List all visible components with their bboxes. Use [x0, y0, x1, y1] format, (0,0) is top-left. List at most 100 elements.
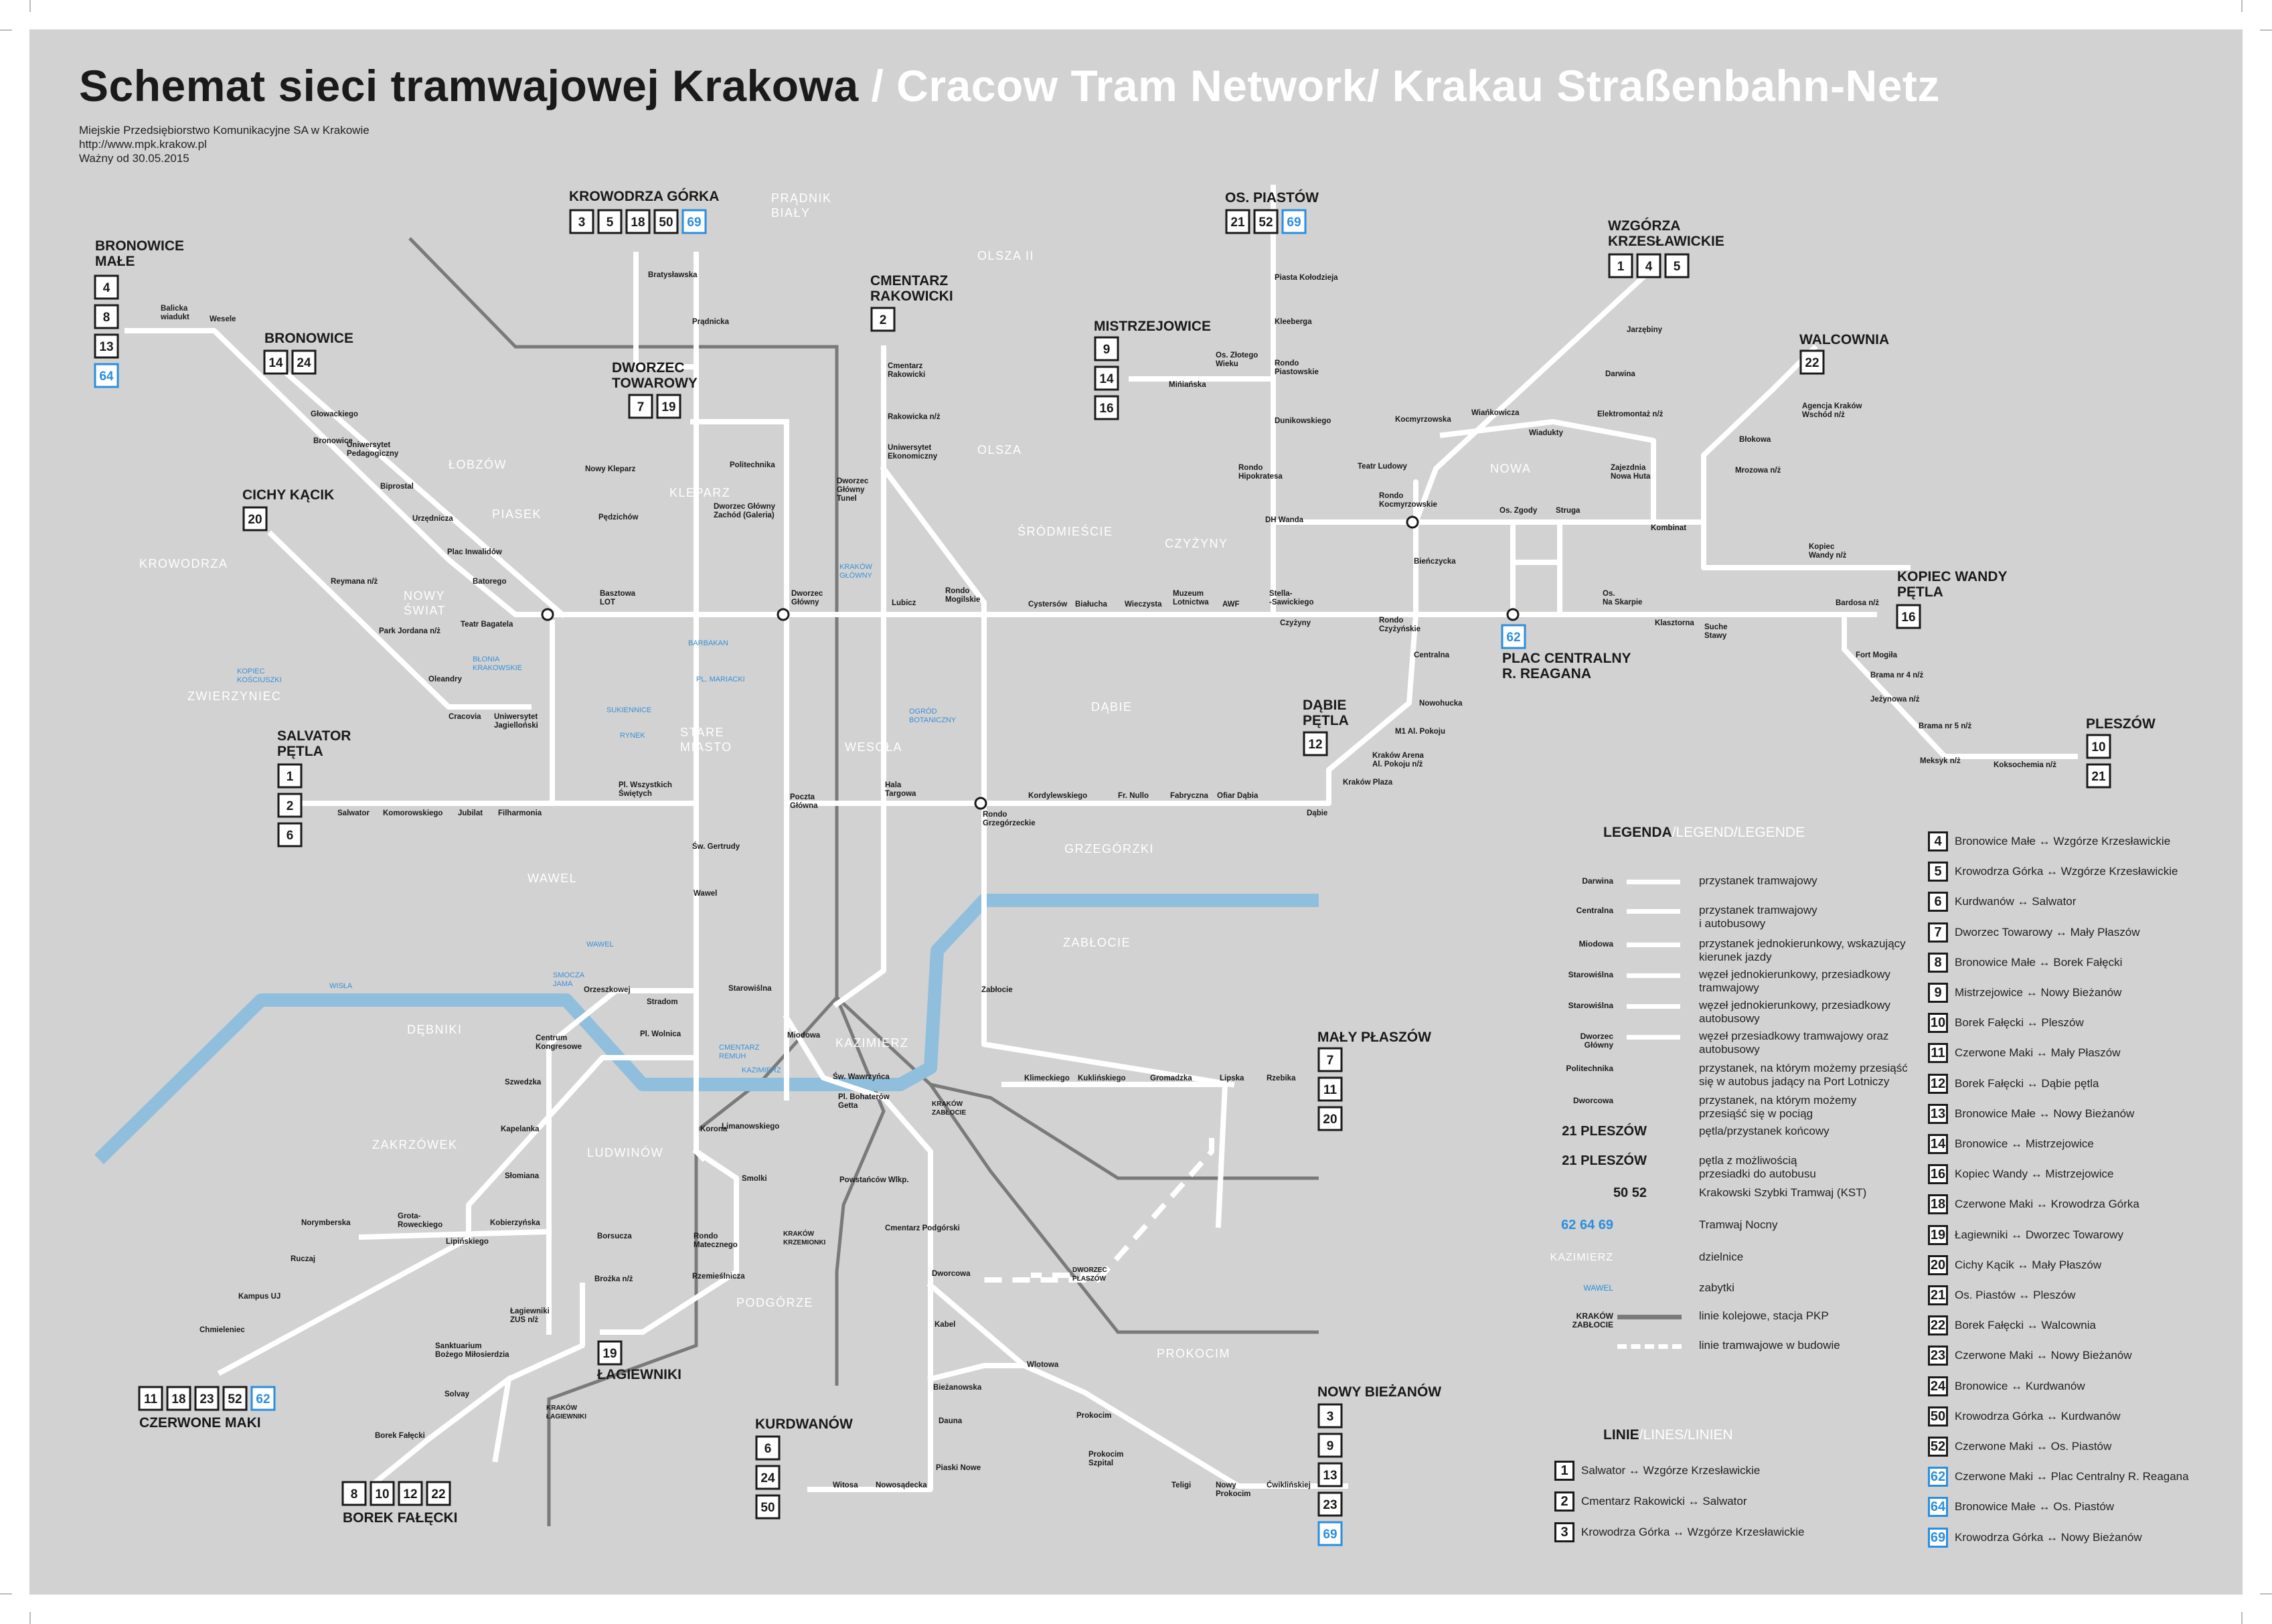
legend-description: pętla z możliwością przesiadki do autobu… [1699, 1154, 1816, 1180]
line-badge-frame [569, 209, 594, 234]
stop-label: Smolki [742, 1175, 767, 1183]
line-badge: 4 [94, 274, 119, 300]
tram-line [270, 359, 566, 619]
stop-label: Wawel [694, 890, 717, 898]
line-badge-frame [94, 304, 119, 329]
stop-label: Kobierzyńska [490, 1219, 540, 1227]
line-badge: 11 [138, 1386, 163, 1411]
line-badge-frame [628, 394, 653, 419]
line-badge-frame [1303, 731, 1328, 756]
line-badge: 3 [1317, 1403, 1343, 1429]
legend-description: węzeł przesiadkowy tramwajowy oraz autob… [1699, 1030, 1889, 1056]
stop-label: Błokowa [1739, 436, 1771, 444]
stop-label: Borsucza [597, 1232, 632, 1240]
interchange-node [777, 608, 790, 621]
stop-label: Wieczysta [1125, 600, 1162, 608]
line-number-badge: 23 [1928, 1346, 1948, 1366]
legend-symbol-label: Dworcowa [1572, 1096, 1613, 1105]
stop-label: Teatr Ludowy [1358, 463, 1408, 471]
line-badge: 21 [1225, 209, 1250, 234]
line-badge-number: 5 [1674, 260, 1681, 274]
stop-label: Rzebika [1267, 1074, 1296, 1082]
line-badge-number: 7 [637, 400, 645, 414]
landmark-label: WISŁA [329, 982, 353, 990]
stop-label: Salwator [337, 809, 370, 817]
line-route: Czerwone Maki ↔ Krowodrza Górka [1955, 1198, 2139, 1211]
line-badge: 20 [1317, 1106, 1343, 1131]
line-number-badge: 14 [1928, 1134, 1948, 1154]
line-route: Czerwone Maki ↔ Plac Centralny R. Reagan… [1955, 1470, 2189, 1483]
tram-line [267, 530, 532, 710]
stop-label: Kocmyrzowska [1395, 416, 1451, 424]
line-badge: 22 [1799, 349, 1825, 375]
stop-label: Czyżyny [1280, 619, 1311, 627]
line-badge: 23 [194, 1386, 220, 1411]
line-badge-frame [870, 307, 896, 332]
line-badge: 14 [1094, 366, 1119, 391]
crop-mark [0, 1593, 12, 1595]
legend-symbol: 62 64 69 [1553, 1217, 1687, 1244]
line-badge: 12 [1303, 731, 1328, 756]
line-badge: 8 [341, 1481, 367, 1506]
stop-label: Fr. Nullo [1118, 792, 1149, 800]
line-badge-frame [653, 209, 679, 234]
district-label: CZYŻYNY [1165, 537, 1228, 550]
map-title: Schemat sieci tramwajowej Krakowa / Crac… [79, 60, 1940, 111]
terminal-name-borek: BOREK FAŁĘCKI [343, 1510, 458, 1526]
interchange-nodes [541, 515, 1520, 810]
line-badge-frame [1317, 1491, 1343, 1517]
legend-symbol: Starowiślna [1553, 967, 1687, 993]
line-route: Salwator ↔ Wzgórze Krzesławickie [1581, 1464, 1761, 1477]
district-label: PIASEK [492, 507, 542, 521]
line-badge: 13 [94, 333, 119, 359]
operator-url[interactable]: http://www.mpk.krakow.pl [79, 138, 207, 151]
district-label: DĄBIE [1091, 700, 1133, 714]
legend-symbol: KRAKÓW ZABŁOCIE [1553, 1308, 1687, 1335]
publisher-info: Miejskie Przedsiębiorstwo Komunikacyjne … [79, 123, 1940, 165]
lines-heading-alt: /LINES/LINIEN [1639, 1427, 1733, 1443]
line-route: Bronowice Małe ↔ Os. Piastów [1955, 1500, 2115, 1514]
stop-label: Solvay [444, 1390, 470, 1398]
legend-symbol-label: WAWEL [1583, 1283, 1613, 1293]
terminal-name-krowodrza-gorka: KROWODRZA GÓRKA [569, 188, 719, 204]
tram-lines [125, 185, 2078, 1492]
line-badge-number: 19 [661, 400, 675, 414]
